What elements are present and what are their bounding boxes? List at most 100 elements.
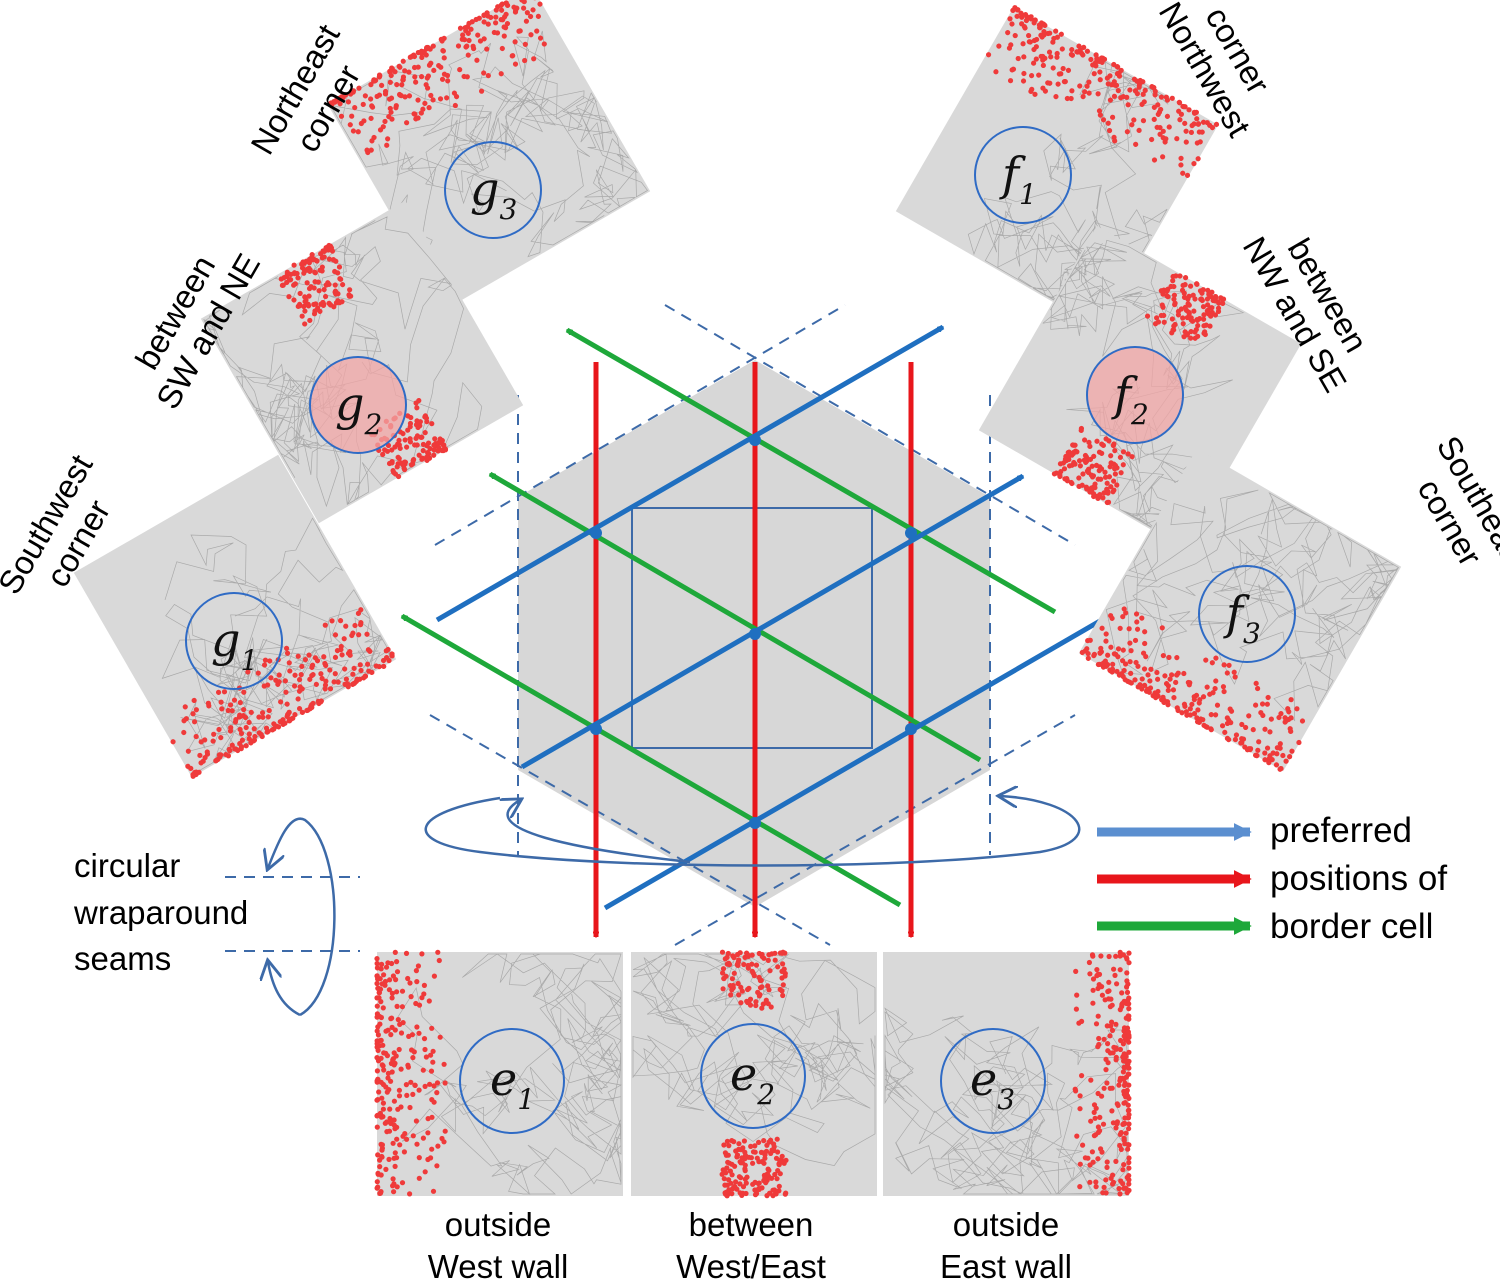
spike-dot bbox=[1240, 736, 1247, 742]
spike-dot bbox=[364, 147, 370, 153]
spike-dot bbox=[1178, 155, 1184, 161]
spike-dot bbox=[782, 1191, 788, 1197]
spike-dot bbox=[445, 78, 451, 84]
spike-dot bbox=[772, 957, 778, 963]
spike-dot bbox=[382, 118, 388, 125]
spike-dot bbox=[744, 1174, 750, 1180]
spike-dot bbox=[243, 724, 249, 731]
spike-dot bbox=[1117, 625, 1123, 631]
spike-dot bbox=[430, 97, 436, 103]
spike-dot bbox=[522, 41, 528, 47]
spike-dot bbox=[233, 717, 239, 723]
spike-dot bbox=[422, 430, 428, 436]
spike-dot bbox=[296, 706, 303, 712]
spike-dot bbox=[1126, 1049, 1132, 1055]
spike-dot bbox=[1183, 709, 1189, 715]
spike-dot bbox=[1187, 706, 1193, 712]
spike-dot bbox=[368, 82, 374, 88]
spike-dot bbox=[764, 1142, 770, 1148]
spike-dot bbox=[1042, 22, 1048, 29]
spike-dot bbox=[379, 1147, 385, 1153]
spike-dot bbox=[757, 985, 764, 991]
spike-dot bbox=[405, 427, 411, 433]
spike-dot bbox=[251, 726, 257, 732]
spike-dot bbox=[406, 69, 412, 75]
spike-dot bbox=[1152, 92, 1158, 98]
spike-dot bbox=[1195, 156, 1201, 162]
spike-dot bbox=[1109, 1027, 1116, 1033]
spike-dot bbox=[721, 1176, 727, 1182]
spike-dot bbox=[1093, 1184, 1099, 1190]
spike-dot bbox=[1154, 669, 1160, 676]
spike-dot bbox=[1099, 984, 1105, 990]
spike-dot bbox=[1232, 674, 1238, 680]
spike-dot bbox=[306, 266, 312, 273]
spike-dot bbox=[759, 951, 765, 958]
spike-dot bbox=[391, 1181, 397, 1187]
spike-dot bbox=[1128, 670, 1134, 677]
spike-dot bbox=[1096, 108, 1103, 114]
spike-dot bbox=[1154, 315, 1160, 321]
spike-dot bbox=[1182, 120, 1188, 126]
spike-dot bbox=[413, 79, 419, 85]
spike-dot bbox=[1120, 952, 1126, 958]
spike-dot bbox=[216, 726, 222, 733]
spike-dot bbox=[390, 1057, 396, 1063]
trajectory-trace bbox=[1105, 489, 1400, 722]
spike-dot bbox=[765, 957, 771, 964]
spike-dot bbox=[328, 245, 335, 251]
spike-dot bbox=[202, 755, 208, 761]
spike-dot bbox=[378, 1189, 384, 1195]
spike-dot bbox=[1123, 1074, 1129, 1080]
spike-dot bbox=[1134, 626, 1141, 632]
spike-dot bbox=[1077, 1161, 1083, 1167]
spike-dot bbox=[1101, 1184, 1107, 1190]
spike-dot bbox=[442, 1128, 448, 1134]
seams-label: circular wraparound seams bbox=[73, 847, 248, 977]
spike-dot bbox=[341, 636, 347, 642]
spike-dot bbox=[1266, 760, 1272, 766]
spike-dot bbox=[724, 954, 730, 961]
spike-dot bbox=[213, 758, 219, 764]
spike-dot bbox=[275, 724, 282, 730]
spike-dot bbox=[437, 1034, 443, 1040]
spike-dot bbox=[388, 1032, 394, 1038]
spike-dot bbox=[1054, 54, 1060, 60]
spike-dot bbox=[1299, 718, 1306, 724]
spike-dot bbox=[1068, 479, 1074, 486]
spike-dot bbox=[327, 686, 334, 692]
spike-dot bbox=[465, 52, 471, 58]
spike-dot bbox=[1174, 654, 1180, 661]
spike-dot bbox=[1174, 136, 1180, 142]
spike-dot bbox=[263, 725, 270, 731]
spike-dot bbox=[331, 679, 337, 685]
spike-dot bbox=[1191, 711, 1198, 717]
spike-dot bbox=[428, 60, 434, 66]
spike-dot bbox=[1163, 136, 1169, 142]
spike-dot bbox=[278, 276, 284, 282]
spike-dot bbox=[297, 290, 303, 297]
spike-dot bbox=[1122, 661, 1129, 667]
spike-dot bbox=[1139, 615, 1145, 621]
spike-dot bbox=[276, 672, 282, 678]
spike-dot bbox=[275, 681, 281, 687]
spike-dot bbox=[1289, 748, 1295, 754]
spike-dot bbox=[431, 1099, 437, 1105]
spike-dot bbox=[1135, 663, 1141, 669]
spike-dot bbox=[387, 79, 393, 85]
e3-caption-line1: outside bbox=[953, 1206, 1059, 1243]
spike-dot bbox=[1108, 484, 1114, 490]
spike-dot bbox=[731, 955, 737, 961]
spike-dot bbox=[393, 103, 399, 109]
spike-dot bbox=[745, 999, 751, 1006]
spike-dot bbox=[398, 1030, 405, 1036]
spike-dot bbox=[1117, 1131, 1123, 1137]
spike-dot bbox=[503, 0, 509, 6]
spike-dot bbox=[422, 100, 428, 106]
spike-dot bbox=[769, 1175, 775, 1181]
spike-dot bbox=[1191, 696, 1197, 703]
spike-dot bbox=[1100, 117, 1107, 123]
spike-dot bbox=[1120, 462, 1126, 468]
spike-dot bbox=[1101, 1036, 1107, 1042]
spike-dot bbox=[414, 1024, 420, 1030]
